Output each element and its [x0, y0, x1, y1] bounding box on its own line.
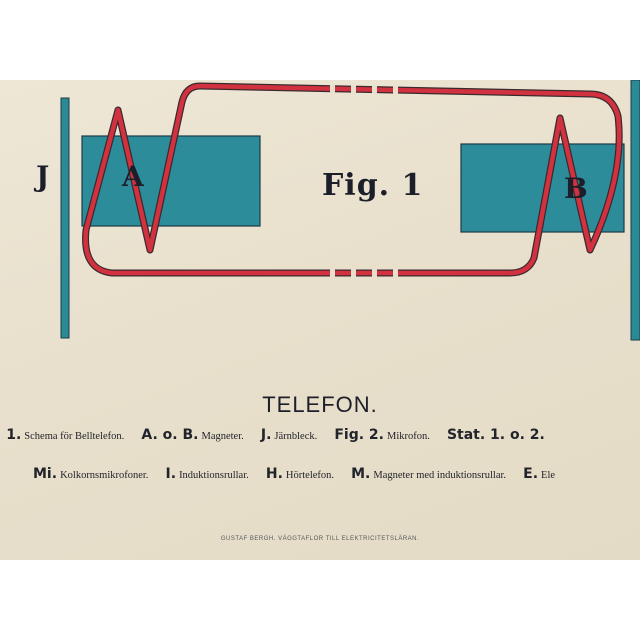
- wall-chart: J A B Fig. 1 TELEFON. g. 1.Schema för Be…: [0, 80, 640, 560]
- legend-key: Stat. 1. o. 2.: [446, 427, 545, 443]
- legend-text: Mikrofon.: [386, 431, 430, 442]
- legend-text: Schema för Belltelefon.: [24, 431, 125, 442]
- legend-text: Kolkornsmikrofoner.: [60, 470, 149, 481]
- legend-text: Järnbleck.: [274, 431, 318, 442]
- legend-text: Magneter med induktionsrullar.: [373, 470, 507, 481]
- iron-plate-right: [630, 80, 640, 341]
- legend-key: I.: [165, 466, 177, 482]
- legend-key: E.: [523, 466, 539, 482]
- legend-key: J.: [260, 427, 272, 443]
- legend-key: H.: [265, 466, 283, 482]
- legend-key: A. o. B.: [141, 427, 199, 443]
- legend-text: Hörtelefon.: [285, 470, 335, 481]
- telephone-schematic: [60, 80, 640, 341]
- label-magnet-b: B: [564, 172, 588, 205]
- legend-line-2: Mi.Kolkornsmikrofoner. I.Induktionsrulla…: [33, 463, 567, 482]
- legend-key: Fig. 2.: [334, 427, 384, 443]
- label-iron-plate-j: J: [36, 160, 50, 193]
- wire-circuit: [82, 82, 623, 278]
- publisher-imprint: GUSTAF BERGH. VÄGGTAFLOR TILL ELEKTRICIT…: [220, 536, 420, 542]
- legend-text: Magneter.: [201, 431, 244, 442]
- figure-title: Fig. 1: [322, 168, 424, 203]
- iron-plate-left: [60, 97, 70, 339]
- legend-line-1: g. 1.Schema för Belltelefon. A. o. B.Mag…: [0, 424, 560, 443]
- legend-text: Induktionsrullar.: [179, 470, 249, 481]
- legend-text: Ele: [541, 470, 556, 481]
- legend-key: g. 1.: [0, 427, 22, 443]
- legend-key: Mi.: [33, 466, 58, 482]
- label-magnet-a: A: [122, 160, 144, 193]
- chart-title: TELEFON.: [262, 392, 378, 417]
- legend-key: M.: [351, 466, 371, 482]
